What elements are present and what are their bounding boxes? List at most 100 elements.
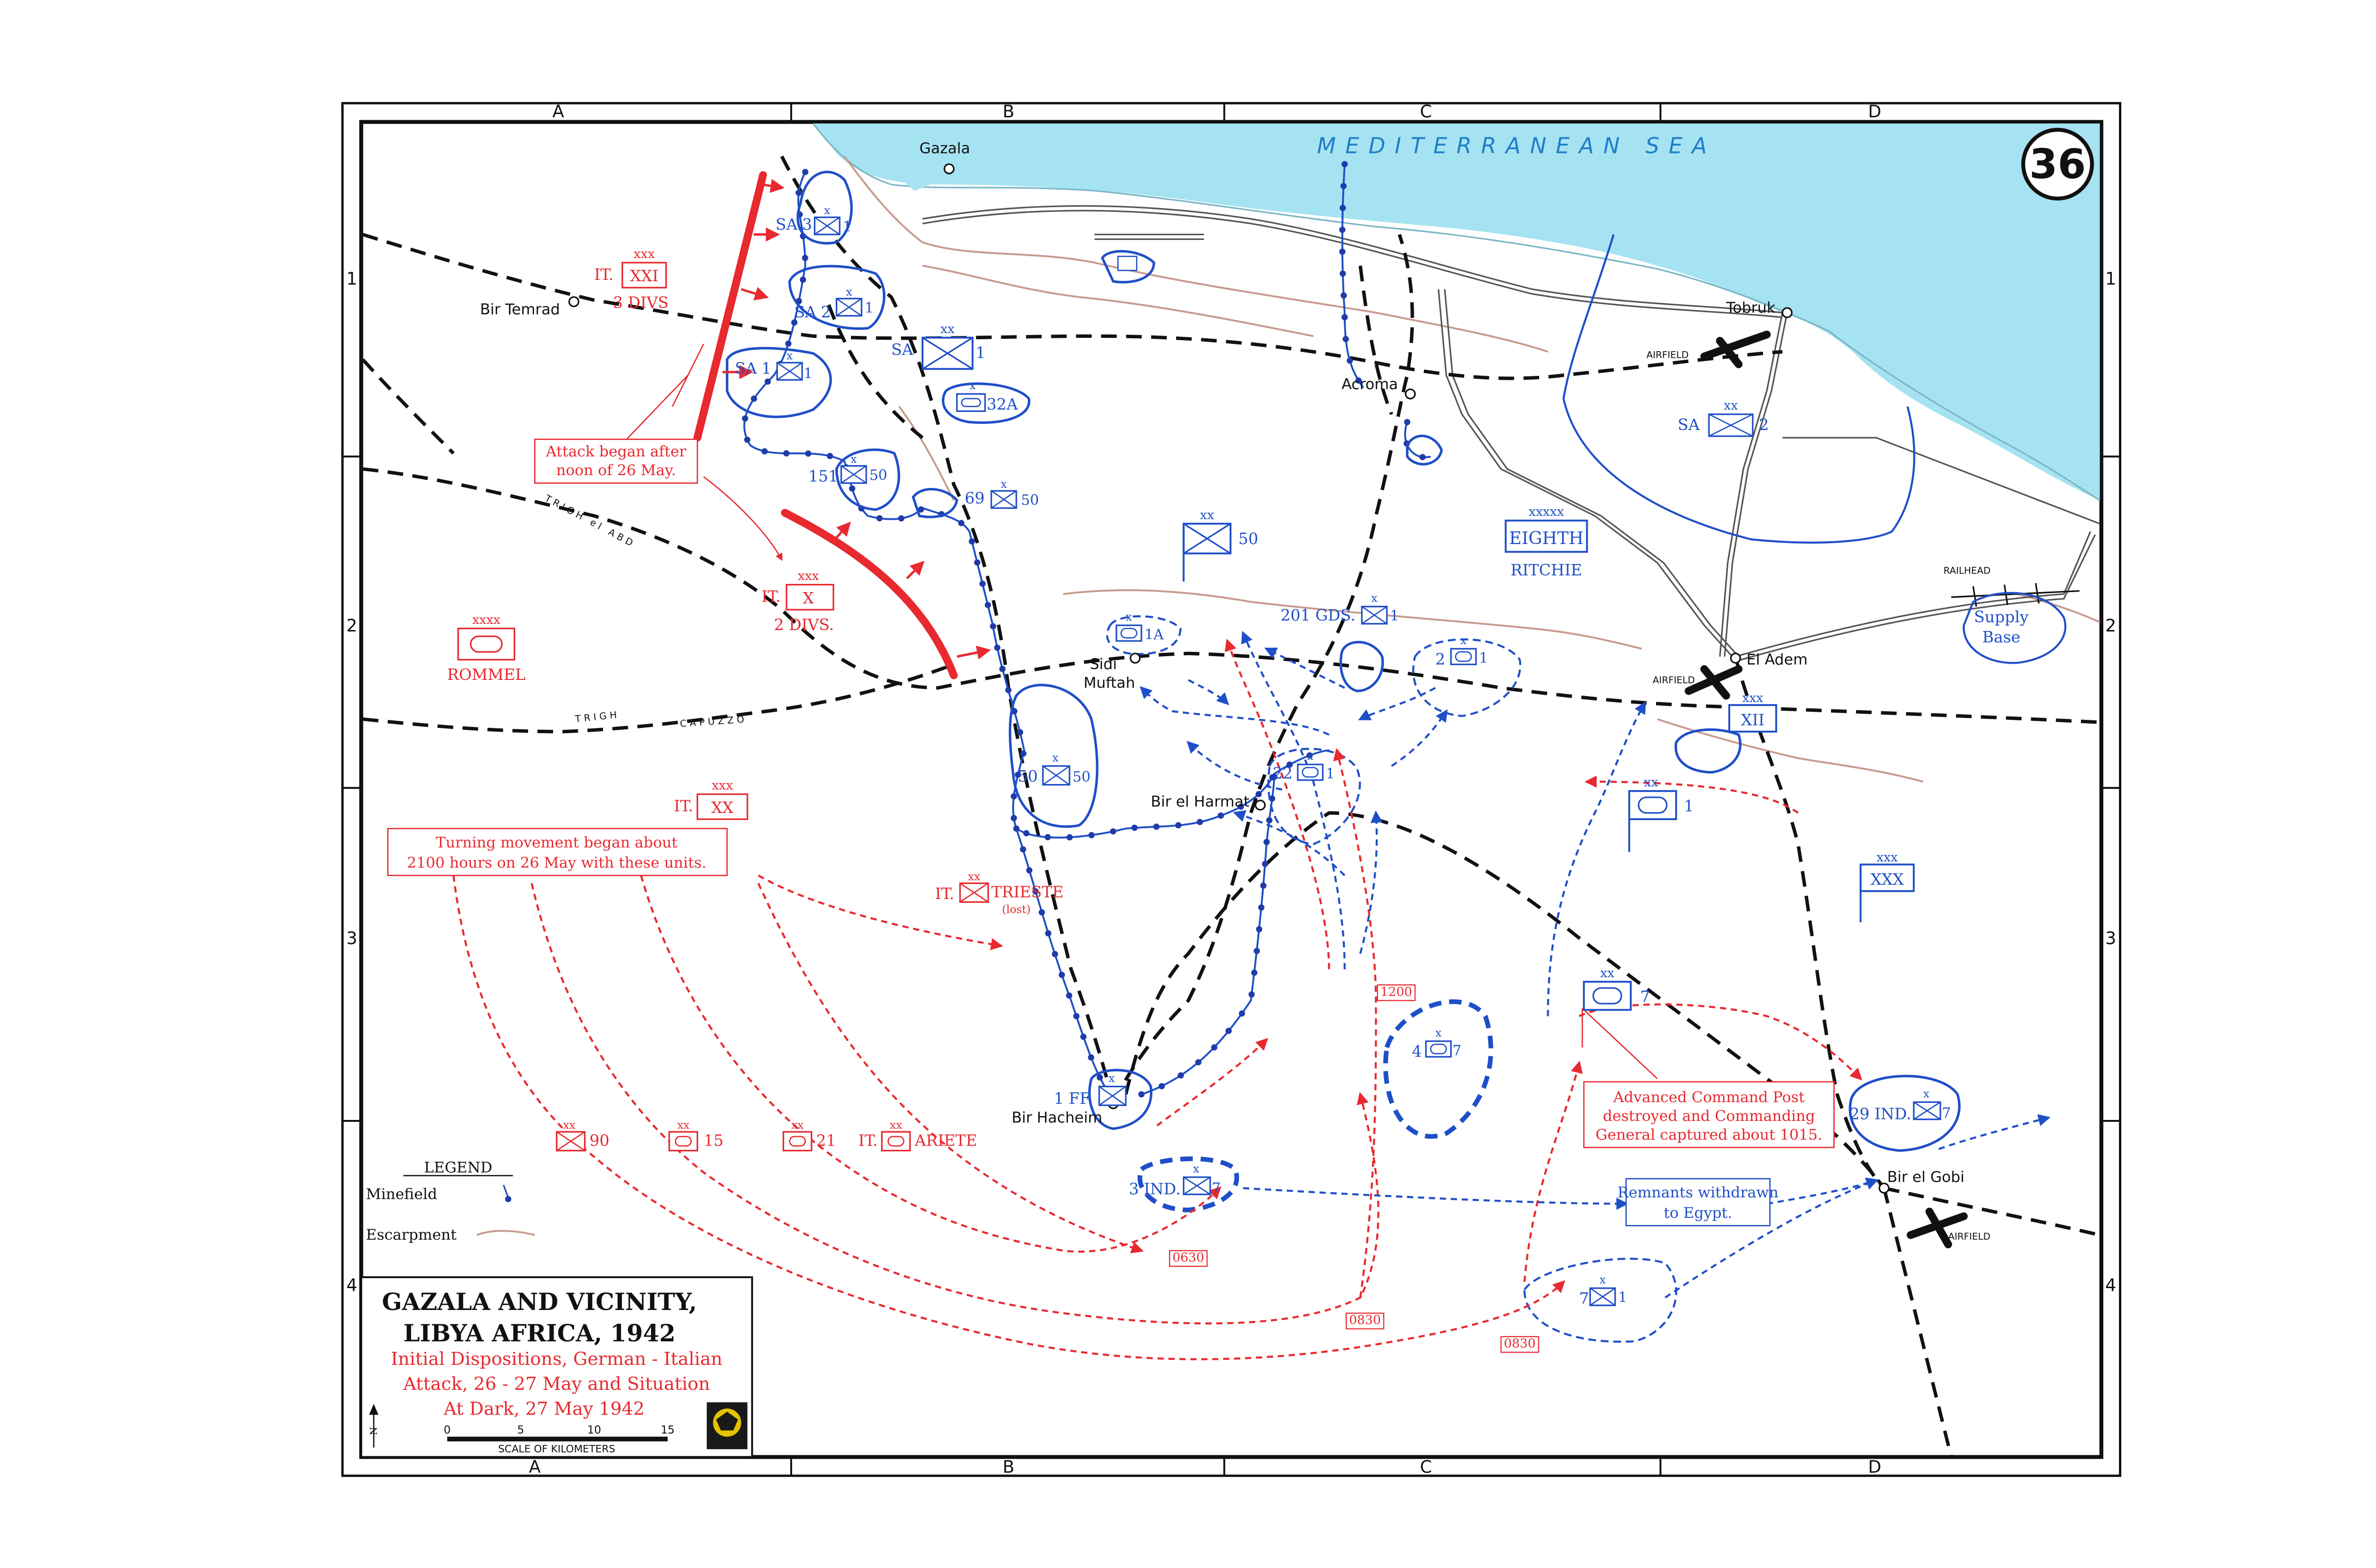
place-bir-el-gobi: Bir el Gobi bbox=[1887, 1168, 1964, 1186]
axis-time-0630: 0630 bbox=[1172, 1251, 1204, 1265]
minefield-dot bbox=[1088, 1054, 1094, 1061]
legend-escarpment-symbol bbox=[476, 1230, 535, 1236]
axis-ariete-box bbox=[881, 1131, 911, 1152]
allied-22-num: 1 bbox=[1326, 765, 1335, 782]
axis-15-armor bbox=[675, 1136, 692, 1147]
axis-x-box bbox=[786, 583, 834, 611]
minefield-dot bbox=[918, 506, 924, 513]
allied-4-armor bbox=[1430, 1043, 1447, 1054]
title-block: GAZALA AND VICINITY, LIBYA AFRICA, 1942 … bbox=[360, 1276, 753, 1458]
allied-2-box bbox=[1450, 648, 1477, 665]
axis-90-infantry bbox=[556, 1131, 585, 1151]
place-bir-el-harmat: Bir el Harmat bbox=[1151, 794, 1250, 811]
minefield-dot bbox=[898, 515, 905, 522]
grid-row-1-right: 1 bbox=[2105, 268, 2116, 289]
title-sub2: Attack, 26 - 27 May and Situation bbox=[403, 1373, 710, 1394]
minefield-dot bbox=[1015, 772, 1021, 778]
axis-ariete-armor bbox=[887, 1136, 905, 1147]
minefield-dot bbox=[1342, 336, 1349, 343]
minefield-dots bbox=[742, 161, 1426, 1098]
allied-sa1-infantry bbox=[776, 362, 803, 381]
note-remnants-box bbox=[1625, 1178, 1771, 1226]
allied-1a-num: 1A bbox=[1145, 627, 1164, 643]
minefield-dot bbox=[1258, 904, 1265, 911]
minefield-dot bbox=[1175, 822, 1182, 829]
minefield-dot bbox=[1131, 824, 1138, 831]
inner-frame bbox=[359, 120, 2104, 1459]
minefield-dot bbox=[805, 450, 812, 457]
allied-xxx-echelon: xxx bbox=[1877, 851, 1898, 865]
minefield-dot bbox=[1038, 909, 1045, 916]
axis-15-box bbox=[668, 1131, 699, 1152]
grid-row-3-left: 3 bbox=[346, 928, 357, 948]
axis-90-label: 90 bbox=[590, 1131, 610, 1150]
allied-29ind-prefix: 29 IND. bbox=[1849, 1105, 1911, 1123]
allied-ritchie: RITCHIE bbox=[1511, 561, 1582, 579]
place-gazala: Gazala bbox=[920, 140, 970, 157]
legend-minefield-symbol bbox=[503, 1185, 509, 1198]
minefield-dot bbox=[1010, 793, 1017, 800]
minefield-dot bbox=[958, 520, 965, 526]
axis-xxi-prefix: IT. bbox=[594, 265, 613, 284]
minefield-dot bbox=[1110, 828, 1116, 835]
allied-gds-echelon: x bbox=[1371, 593, 1378, 605]
minefield-dot bbox=[1339, 227, 1346, 233]
allied-arm7-num: 7 bbox=[1640, 987, 1650, 1006]
allied-2-prefix: 2 bbox=[1435, 650, 1445, 668]
allied-32a-num: 32A bbox=[987, 395, 1018, 413]
grid-col-d-top: D bbox=[1868, 101, 1881, 122]
minefield-dot bbox=[785, 340, 792, 347]
allied-1a-echelon: x bbox=[1126, 611, 1132, 623]
allied-22-armor bbox=[1302, 767, 1319, 778]
grid-col-d-bottom: D bbox=[1868, 1456, 1881, 1477]
note-turning-line2: 2100 hours on 26 May with these units. bbox=[407, 854, 706, 871]
minefield-dot bbox=[765, 378, 771, 385]
tobruk-perimeter bbox=[1562, 234, 1916, 544]
axis-time-0830-b-box bbox=[1500, 1336, 1539, 1353]
grid-ticks bbox=[342, 103, 2120, 1476]
axis-xxi-box bbox=[621, 262, 667, 289]
allied-sa-div-infantry bbox=[922, 337, 973, 370]
minefield-dot bbox=[1020, 846, 1026, 853]
allied-151-echelon: x bbox=[851, 453, 857, 466]
allied-arm7-box bbox=[1583, 981, 1632, 1011]
minefield-dot bbox=[999, 666, 1006, 672]
note-command-post-line1: Advanced Command Post bbox=[1613, 1089, 1805, 1106]
title-line1: GAZALA AND VICINITY, bbox=[382, 1288, 697, 1316]
minefield-dot bbox=[1073, 1013, 1080, 1020]
minefield-dot bbox=[1256, 926, 1263, 933]
allied-50-num: 50 bbox=[1073, 769, 1091, 785]
allied-xxx-box bbox=[1859, 863, 1915, 892]
note-command-post-box bbox=[1583, 1081, 1835, 1148]
allied-sa1-bde: 1 bbox=[804, 365, 813, 382]
allied-sa-2-infantry bbox=[1708, 413, 1753, 437]
allied-ff-infantry bbox=[1099, 1086, 1126, 1106]
grid-row-2-left: 2 bbox=[346, 615, 357, 636]
map-number-badge bbox=[2021, 127, 2094, 201]
allied-7-num: 1 bbox=[1618, 1290, 1627, 1306]
minefield-dot bbox=[1138, 1091, 1145, 1098]
axis-trieste-echelon: xx bbox=[968, 870, 980, 883]
scale-tick-0: 0 bbox=[444, 1424, 451, 1436]
minefield-dot bbox=[1096, 1074, 1103, 1081]
allied-sa1-echelon: x bbox=[786, 350, 793, 363]
allied-sa1-num: 1 bbox=[761, 359, 771, 377]
axis-xxi-divs: 3 DIVS bbox=[613, 293, 669, 312]
minefield-dot bbox=[802, 255, 808, 261]
minefield-dot bbox=[751, 395, 757, 402]
allied-1a-box bbox=[1115, 624, 1142, 642]
allied-positions bbox=[726, 171, 1961, 1152]
minefield-dot bbox=[1254, 947, 1260, 954]
allied-div50-num: 50 bbox=[1238, 529, 1258, 548]
minefield-dot bbox=[1217, 812, 1224, 819]
axis-rommel-echelon: xxxx bbox=[472, 613, 501, 627]
grid-col-b-top: B bbox=[1003, 101, 1015, 122]
minefield-dot bbox=[1255, 791, 1262, 797]
legend-title: LEGEND bbox=[424, 1159, 492, 1176]
minefield-dot bbox=[1044, 834, 1051, 841]
minefield-dot bbox=[802, 169, 809, 175]
minefield-dot bbox=[968, 538, 975, 545]
grid-col-b-bottom: B bbox=[1003, 1456, 1015, 1477]
allied-7-infantry bbox=[1590, 1287, 1616, 1306]
